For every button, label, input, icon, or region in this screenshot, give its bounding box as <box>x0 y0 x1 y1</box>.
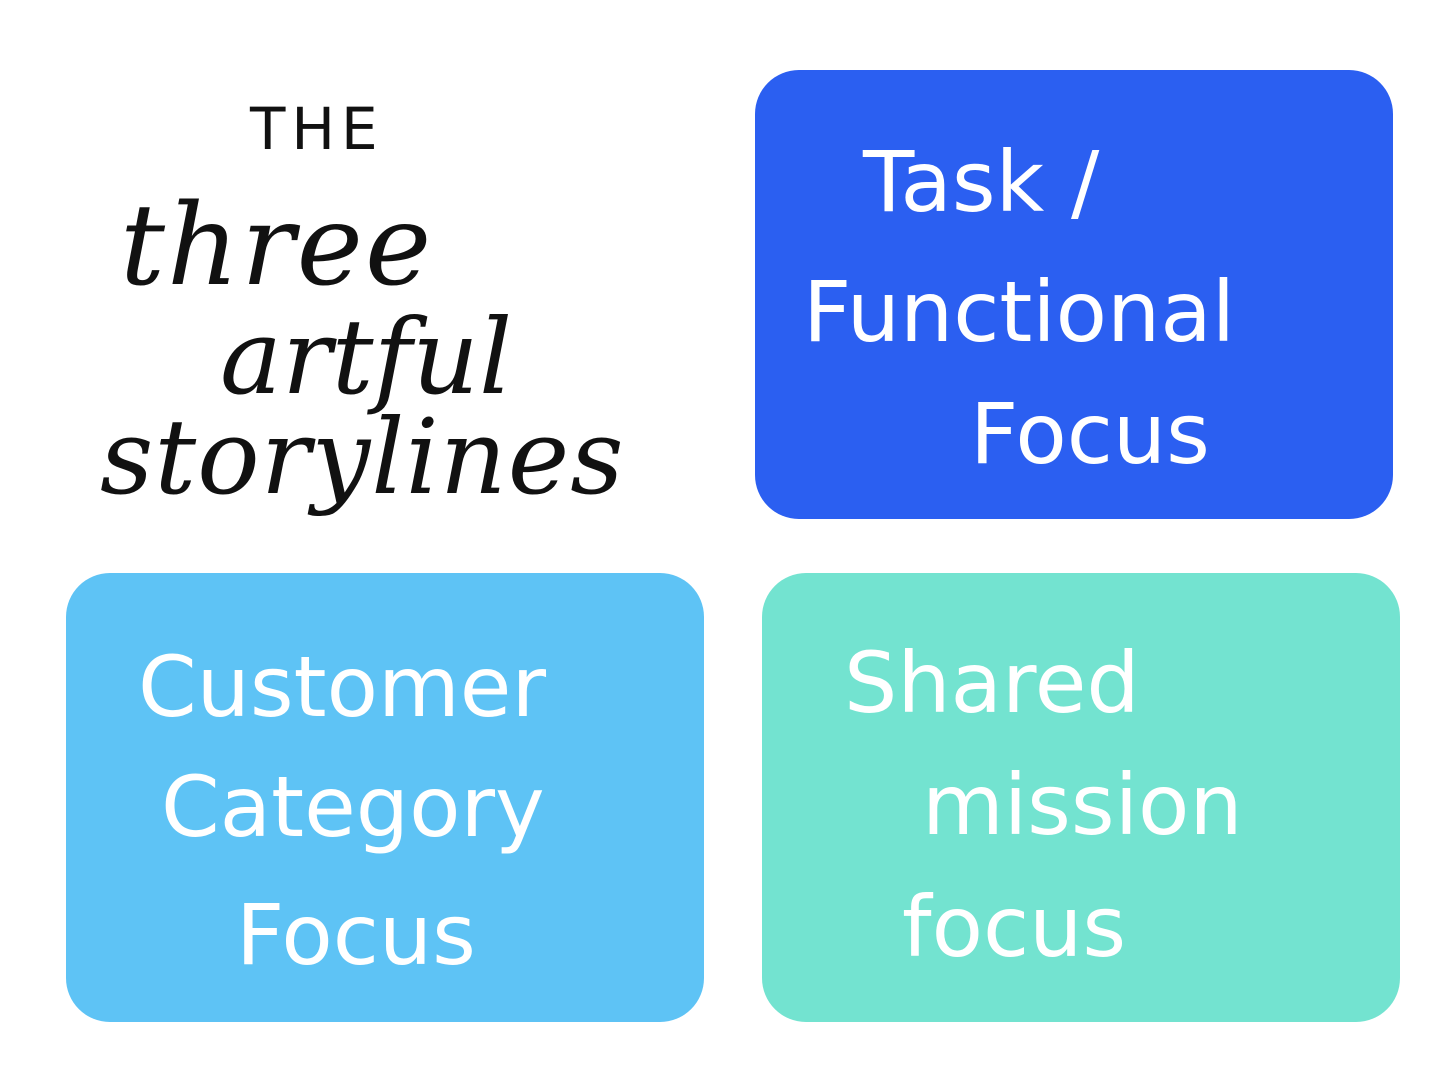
task-functional-focus-card: Task / Functional Focus <box>755 70 1393 519</box>
title-storylines: storylines <box>100 396 625 518</box>
title-three: three <box>120 181 434 311</box>
title-artful: artful <box>220 296 513 418</box>
customer-category-focus-card: Customer Category Focus <box>66 573 704 1022</box>
card-line: Functional <box>803 263 1236 361</box>
card-line: mission <box>922 756 1243 854</box>
card-line: Customer <box>138 638 547 736</box>
card-line: Focus <box>236 886 476 984</box>
card-line: focus <box>902 878 1127 976</box>
title-the: THE <box>250 95 384 163</box>
card-line: Focus <box>970 385 1210 483</box>
title-block: THE three artful storylines <box>100 95 640 525</box>
shared-mission-focus-card: Shared mission focus <box>762 573 1400 1022</box>
card-line: Category <box>161 758 545 856</box>
card-line: Shared <box>844 634 1140 732</box>
card-line: Task / <box>863 133 1100 231</box>
